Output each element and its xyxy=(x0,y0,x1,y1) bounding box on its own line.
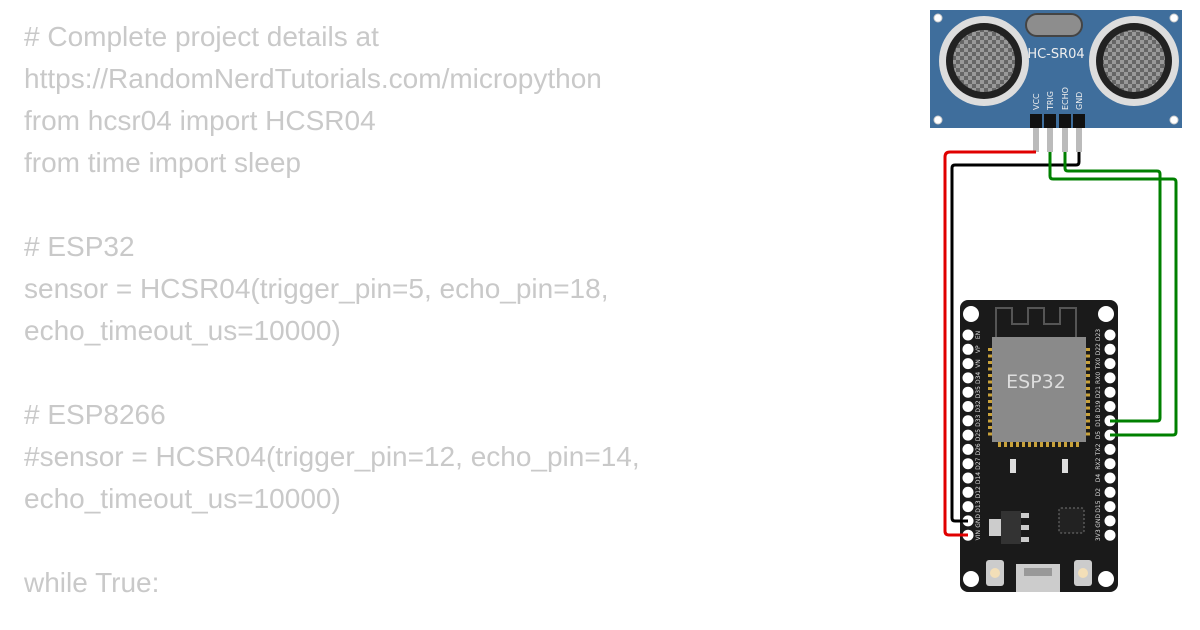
pin-label: VP xyxy=(975,345,982,353)
board-pin-left[interactable] xyxy=(962,358,974,370)
board-pin-right[interactable] xyxy=(1104,472,1116,484)
board-pin-right[interactable] xyxy=(1104,372,1116,384)
board-pin-left[interactable] xyxy=(962,486,974,498)
code-line: from hcsr04 import HCSR04 xyxy=(24,105,376,136)
pin-label: D22 xyxy=(1095,343,1102,355)
pin-label: TX2 xyxy=(1095,443,1102,456)
board-pin-left[interactable] xyxy=(962,443,974,455)
pin-label: D13 xyxy=(975,500,982,512)
pin-label: GND xyxy=(975,514,982,528)
pin-label: EN xyxy=(975,331,982,339)
sensor-pin-label: VCC xyxy=(1032,93,1041,110)
pin-label: D2 xyxy=(1095,488,1102,497)
sensor-pin-label: ECHO xyxy=(1061,87,1070,110)
pin-label: TX0 xyxy=(1095,358,1102,371)
board-pin-right[interactable] xyxy=(1104,401,1116,412)
board-pin-right[interactable] xyxy=(1104,343,1116,355)
code-line: #sensor = HCSR04(trigger_pin=12, echo_pi… xyxy=(24,441,648,514)
pin-label: D5 xyxy=(1095,431,1102,440)
pin-label: D15 xyxy=(1095,500,1102,512)
sensor-pin[interactable] xyxy=(1030,114,1042,128)
board-pin-right[interactable] xyxy=(1104,443,1116,455)
sensor-pin[interactable] xyxy=(1073,114,1085,128)
board-pin-left[interactable] xyxy=(962,415,974,427)
wires xyxy=(943,150,1178,537)
board-pin-left[interactable] xyxy=(962,372,974,384)
pin-label: RX0 xyxy=(1095,372,1102,384)
code-line: # ESP8266 xyxy=(24,399,166,430)
code-line: # Complete project details at https://Ra… xyxy=(24,21,602,94)
pin-label: D12 xyxy=(975,486,982,498)
sensor-label: HC-SR04 xyxy=(1027,47,1084,62)
pin-label: D33 xyxy=(975,414,982,426)
pin-label: D25 xyxy=(975,429,982,441)
pin-label: D26 xyxy=(975,443,982,455)
board-pin-left[interactable] xyxy=(962,386,974,398)
sensor-pin-label: GND xyxy=(1075,92,1084,110)
pin-label: D32 xyxy=(975,400,982,412)
wire-gnd-gnd xyxy=(950,152,1081,523)
pin-label: GND xyxy=(1095,514,1102,528)
transducer-right-icon xyxy=(1089,16,1179,106)
board-pin-left[interactable] xyxy=(962,401,974,412)
pin-label: VIN xyxy=(975,530,982,540)
pin-label: RX2 xyxy=(1095,457,1102,469)
pin-label: D14 xyxy=(975,472,982,484)
pin-label: D18 xyxy=(1095,414,1102,426)
sensor-pin[interactable] xyxy=(1059,114,1071,128)
wire-trig-d5 xyxy=(1048,152,1178,437)
pin-label: VN xyxy=(975,359,982,368)
code-line: sensor = HCSR04(trigger_pin=5, echo_pin=… xyxy=(24,273,617,346)
board-pin-right[interactable] xyxy=(1104,358,1116,370)
code-line: # ESP32 xyxy=(24,231,135,262)
board-pin-left[interactable] xyxy=(962,458,974,470)
board-pin-right[interactable] xyxy=(1104,501,1116,513)
code-line: from time import sleep xyxy=(24,147,301,178)
board-pin-right[interactable] xyxy=(1104,486,1116,498)
board-pin-right[interactable] xyxy=(1104,386,1116,398)
pin-label: D19 xyxy=(1095,400,1102,412)
board-pin-right[interactable] xyxy=(1104,329,1116,341)
sensor-pin[interactable] xyxy=(1044,114,1056,128)
board-label: ESP32 xyxy=(1006,371,1066,393)
board-pin-left[interactable] xyxy=(962,472,974,484)
wire-echo-d18 xyxy=(1063,152,1162,423)
hc-sr04-sensor[interactable]: HC-SR04 VCC TRIG ECHO GND xyxy=(930,10,1182,152)
code-line: while True: xyxy=(24,567,160,598)
board-pin-left[interactable] xyxy=(962,429,974,441)
board-pin-left[interactable] xyxy=(962,343,974,355)
board-pin-right[interactable] xyxy=(1104,458,1116,470)
code-background: # Complete project details at https://Ra… xyxy=(24,16,884,604)
pin-label: D23 xyxy=(1095,329,1102,341)
board-pin-right[interactable] xyxy=(1104,529,1116,541)
sensor-pin-label: TRIG xyxy=(1046,91,1055,111)
pin-label: D34 xyxy=(975,372,982,384)
pin-label: D35 xyxy=(975,386,982,398)
pin-label: 3V3 xyxy=(1095,529,1102,541)
board-pin-left[interactable] xyxy=(962,329,974,341)
pin-label: D4 xyxy=(1095,474,1102,483)
pin-label: D21 xyxy=(1095,386,1102,398)
wire-vcc-vin xyxy=(943,150,1036,537)
pin-label: D27 xyxy=(975,457,982,469)
board-pin-left[interactable] xyxy=(962,501,974,513)
transducer-left-icon xyxy=(939,16,1029,106)
board-pin-right[interactable] xyxy=(1104,515,1116,527)
